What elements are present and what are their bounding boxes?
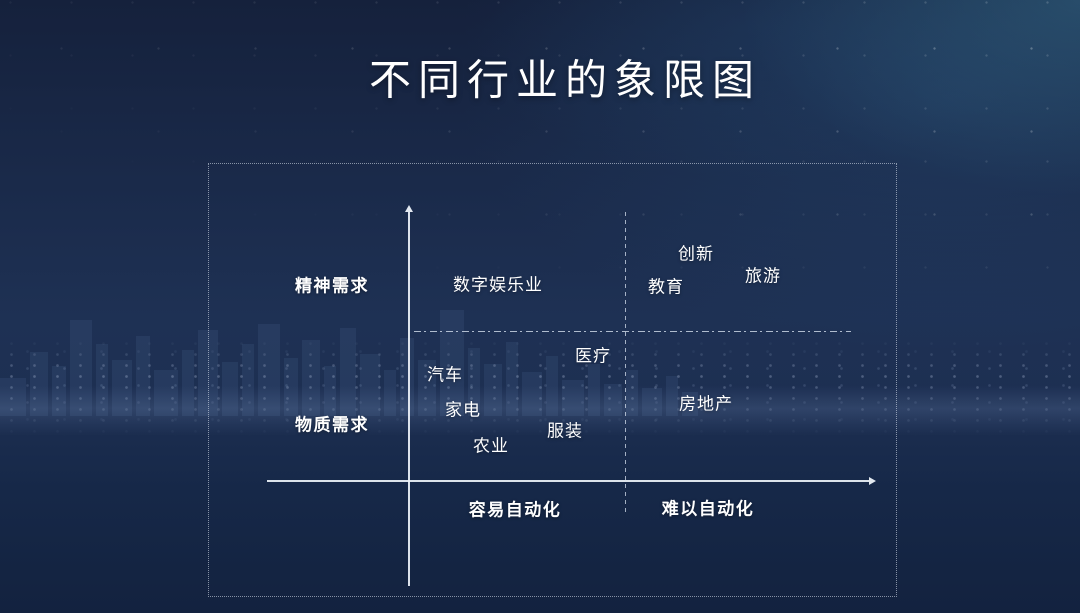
x-axis-label-left: 容易自动化 — [468, 500, 562, 520]
industry-item: 家电 — [445, 400, 481, 420]
industry-item: 旅游 — [745, 266, 781, 286]
vertical-divider-line — [625, 212, 626, 515]
industry-item: 房地产 — [679, 394, 733, 414]
y-axis-label-top: 精神需求 — [295, 276, 369, 296]
y-axis-arrow-icon — [404, 205, 413, 212]
quadrant-chart-frame: 精神需求 物质需求 容易自动化 难以自动化 数字娱乐业 创新教育 旅游医疗汽车家电农… — [208, 163, 897, 597]
industry-item: 教育 — [648, 277, 684, 297]
horizontal-divider-line — [414, 331, 851, 332]
y-axis-label-bottom: 物质需求 — [295, 415, 369, 435]
x-axis-label-right: 难以自动化 — [661, 499, 755, 519]
city-skyline-silhouette — [0, 310, 698, 416]
x-axis-arrow-icon — [869, 476, 876, 485]
industry-item: 农业 — [473, 436, 509, 456]
slide-title: 不同行业的象限图 — [368, 56, 762, 104]
industry-item: 医疗 — [575, 346, 611, 366]
y-axis-line — [404, 205, 413, 586]
industry-item: 数字娱乐业 — [453, 275, 543, 295]
industry-item: 汽车 — [427, 365, 463, 385]
x-axis-line — [267, 476, 876, 485]
industry-item: 创新 — [678, 244, 714, 264]
industry-item: 服装 — [547, 421, 583, 441]
